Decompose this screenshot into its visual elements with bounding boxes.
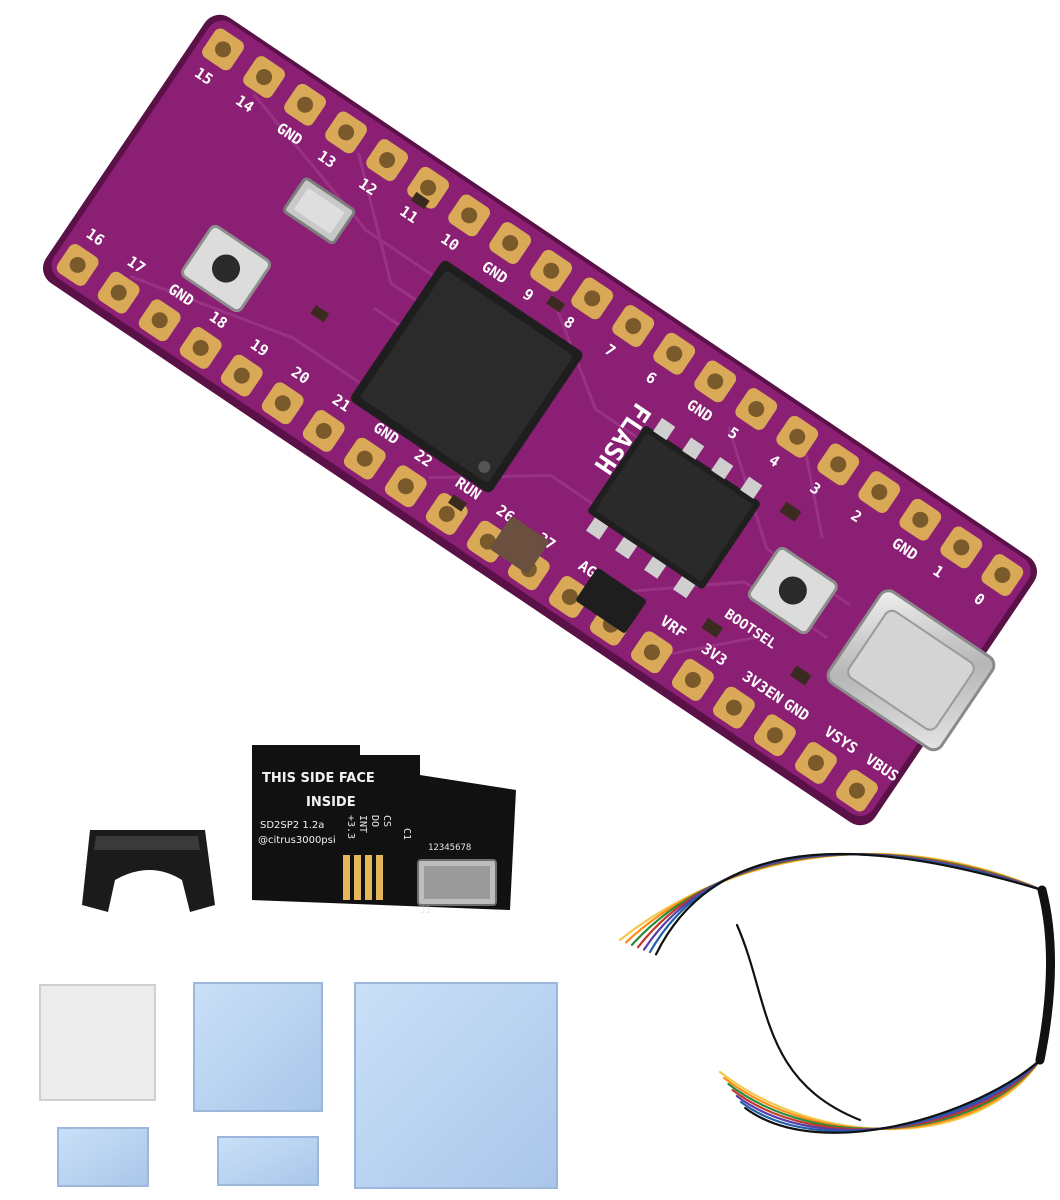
sd-signal-label: DO (369, 815, 380, 827)
sd-author-text: @citrus3000psi (258, 835, 336, 846)
thermal-pad-small-left (57, 1127, 149, 1187)
sd-c1-label: C1 (401, 828, 412, 840)
sd-signal-label: +3.3 (345, 815, 356, 839)
thermal-pad-large (354, 982, 558, 1189)
sd-face-text-line1: THIS SIDE FACE (262, 771, 375, 786)
bootsel-button[interactable] (747, 546, 839, 635)
inductor (490, 516, 549, 574)
wire-harness (618, 852, 1044, 1134)
sd-face-text-line2: INSIDE (306, 795, 356, 810)
sd-j1-label: J1 (420, 906, 431, 916)
thermal-pad-small-right (217, 1136, 319, 1186)
smd-components (310, 191, 812, 686)
thermal-pad-white (39, 984, 156, 1101)
rp2040-chip (351, 260, 583, 493)
sd-signal-label: INT (357, 815, 368, 833)
wire-top (618, 852, 1044, 942)
thermal-pad-medium (193, 982, 323, 1112)
voltage-regulator (576, 568, 647, 633)
sd-edge-contacts (343, 855, 383, 900)
wire-top (654, 852, 1044, 956)
wire-bottom (735, 1058, 1042, 1132)
usb-c-connector (826, 589, 996, 752)
reset-button[interactable] (180, 224, 272, 313)
wire-black (735, 923, 862, 1122)
pcb-traces (129, 92, 851, 656)
sd-model-text: SD2SP2 1.2a (260, 820, 324, 831)
sd-pin-numbers: 12345678 (428, 843, 471, 853)
thermal-pads (39, 982, 558, 1189)
heat-shrink-tube (1035, 885, 1055, 1065)
wire-bottom (744, 1058, 1042, 1134)
sd2sp2-adapter: THIS SIDE FACE INSIDE SD2SP2 1.2a @citru… (252, 745, 516, 916)
plastic-bracket (82, 830, 215, 912)
flash-chip (585, 417, 763, 599)
sd-signal-label: CS (381, 815, 392, 827)
